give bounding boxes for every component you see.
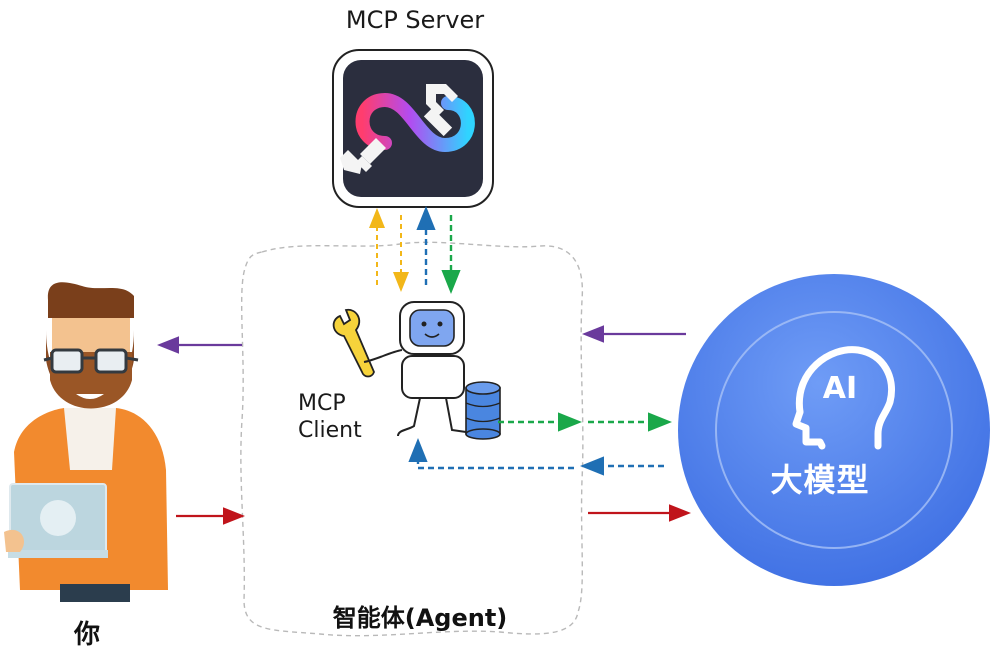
wrench-icon: [340, 84, 458, 174]
agent-label: 智能体(Agent): [332, 604, 508, 632]
person-with-laptop-icon: [4, 282, 168, 602]
mcp-client-label-line2: Client: [298, 418, 362, 443]
robot-icon: [332, 301, 501, 440]
arrow-blue-llm-to-client: [408, 438, 574, 470]
llm-circle[interactable]: AI: [678, 274, 990, 586]
mcp-client-label: MCP Client: [298, 390, 362, 444]
database-icon: [465, 381, 501, 440]
mcp-server-icon[interactable]: [332, 49, 494, 208]
ai-head-icon: [792, 346, 895, 450]
ai-badge: AI: [823, 371, 857, 406]
mcp-server-label: MCP Server: [345, 6, 485, 34]
user-label: 你: [73, 620, 100, 650]
infinity-icon: [355, 92, 475, 153]
mcp-client-label-line1: MCP: [298, 391, 346, 416]
llm-label: 大模型: [770, 461, 870, 499]
agent-boundary: [240, 241, 584, 637]
